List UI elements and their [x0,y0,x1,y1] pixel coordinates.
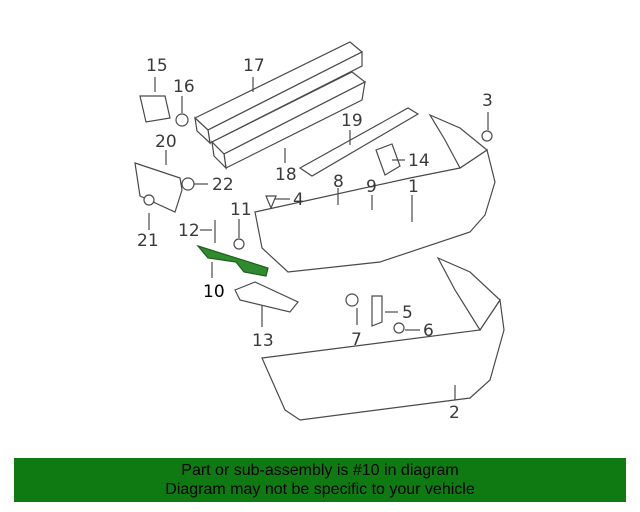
part-18-absorber [210,71,367,170]
part-14-bracket [375,143,401,176]
part-17-reinforcement [193,41,364,145]
part-13-absorber [234,281,299,313]
part-4-clip [265,195,277,210]
label-14: 14 [408,151,430,171]
part-7-fastener [345,293,359,307]
leader-lines [148,77,489,400]
label-12: 12 [178,221,200,241]
label-19: 19 [341,111,363,131]
label-21: 21 [137,231,159,251]
label-8: 8 [333,172,344,192]
label-11: 11 [230,200,252,220]
part-11-bolt [233,238,245,250]
label-7: 7 [351,330,362,350]
part-20-bracket [134,162,183,213]
label-3: 3 [482,91,493,111]
part-22-grommet [181,177,195,191]
label-5: 5 [402,303,413,323]
label-13: 13 [252,331,274,351]
label-10: 10 [203,282,225,302]
banner-line-2: Diagram may not be specific to your vehi… [165,481,475,498]
label-20: 20 [155,132,177,152]
part-19-bracket [298,107,420,177]
part-21-bolt [143,194,155,206]
part-5-bracket [371,295,383,327]
banner-line-1: Part or sub-assembly is #10 in diagram [181,462,459,479]
part-16-grommet [175,113,189,127]
label-9: 9 [366,177,377,197]
parts-diagram: 15 16 17 3 19 20 14 18 8 9 22 1 4 11 12 … [134,41,505,423]
label-6: 6 [423,321,434,341]
label-2: 2 [449,403,460,423]
info-banner: Part or sub-assembly is #10 in diagram D… [14,458,626,502]
label-15: 15 [146,56,168,76]
label-22: 22 [212,175,234,195]
part-10-highlighted-bracket [196,244,269,277]
label-17: 17 [243,56,265,76]
label-16: 16 [173,77,195,97]
label-1: 1 [408,177,419,197]
label-4: 4 [293,190,304,210]
part-3-bolt [481,130,493,142]
part-1-bumper-cover [254,113,496,273]
part-6-bolt [393,322,405,334]
callout-labels: 15 16 17 3 19 20 14 18 8 9 22 1 4 11 12 … [137,56,493,423]
part-15-clip [139,95,171,123]
label-18: 18 [275,165,297,185]
part-2-lower-bumper [261,256,505,421]
